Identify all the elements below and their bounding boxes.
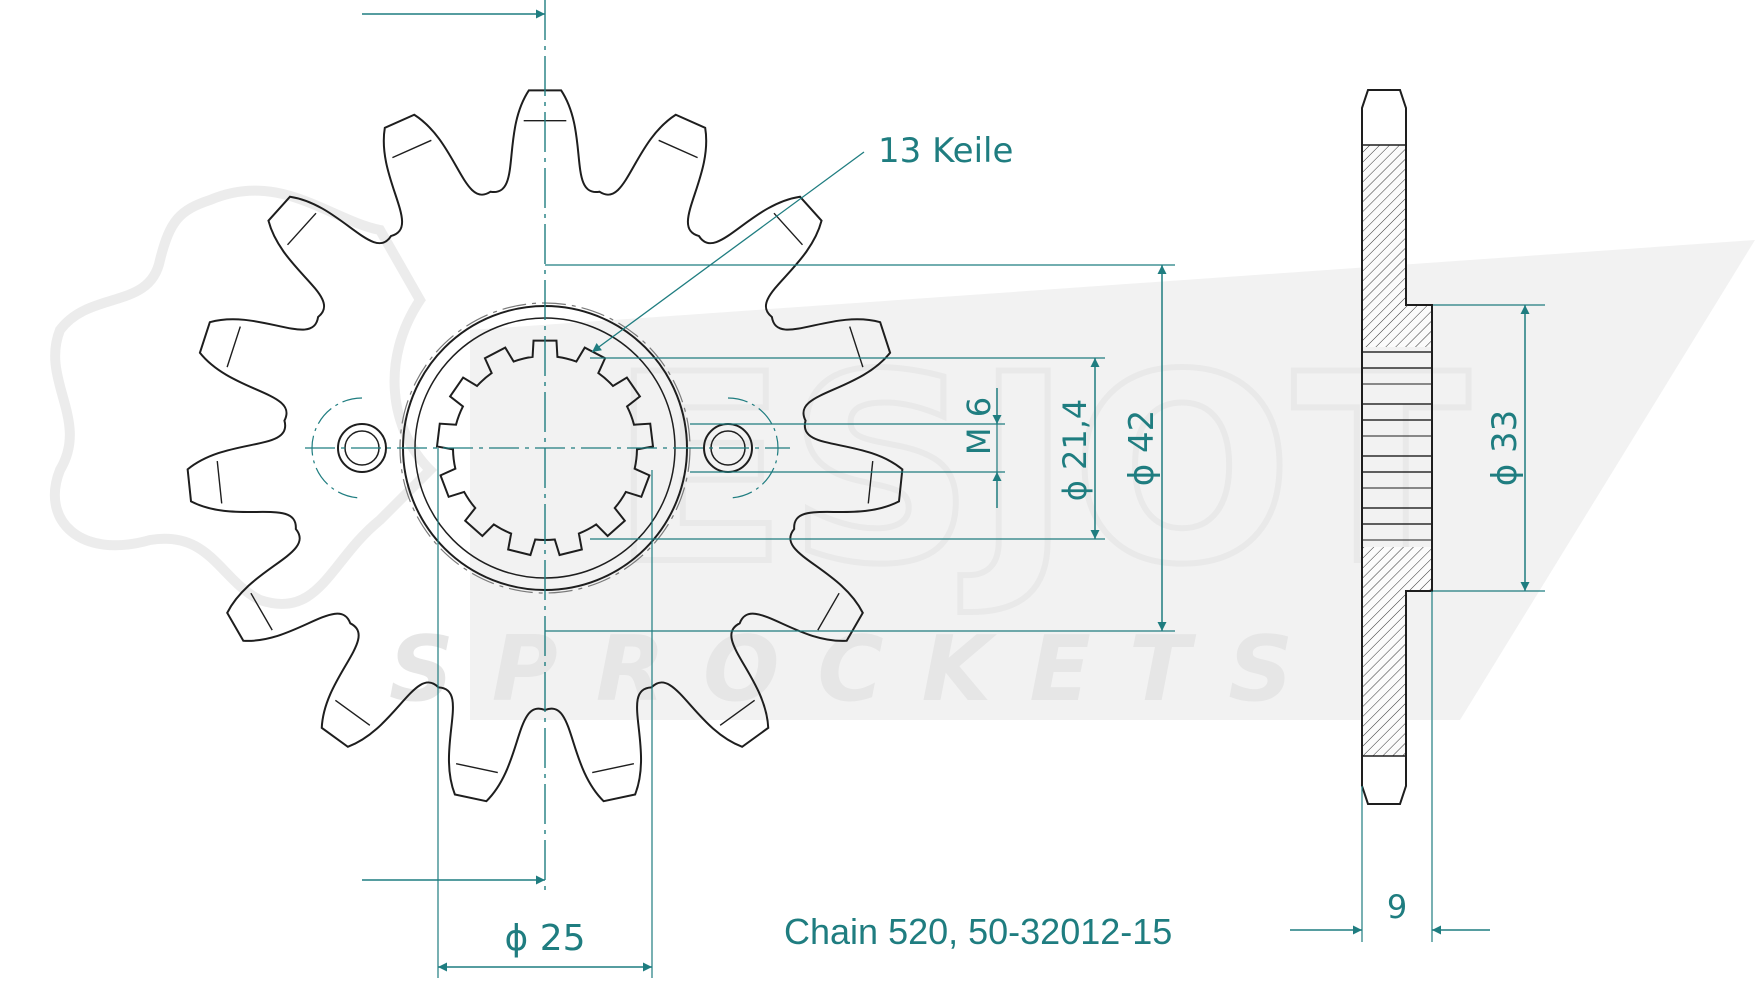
tooth-tip-flat xyxy=(216,460,223,504)
watermark: ESJOT SPROCKETS xyxy=(50,185,1755,722)
tooth-tip-flat xyxy=(286,212,317,246)
tooth-tip-flat xyxy=(226,326,241,368)
part-caption: Chain 520, 50-32012-15 xyxy=(784,911,1172,952)
tooth-tip-flat xyxy=(719,699,756,726)
tooth-tip-flat xyxy=(334,699,371,726)
bore-diameter-dimension: ϕ 25 xyxy=(362,448,653,978)
hub-diameter-dimension: ϕ 42 xyxy=(1122,265,1167,631)
thickness-label: 9 xyxy=(1387,888,1407,926)
sprocket-side-view xyxy=(1361,89,1433,805)
splines-callout-label: 13 Keile xyxy=(878,131,1013,171)
tooth-tip-flat xyxy=(392,139,432,159)
watermark-tagline: SPROCKETS xyxy=(389,617,1331,722)
watermark-gear-outline xyxy=(50,185,438,609)
thread-dimension-label: M 6 xyxy=(960,397,998,455)
tooth-tip-flat xyxy=(592,763,635,774)
spline-diameter-label: ϕ 21,4 xyxy=(1056,399,1094,502)
side-hatched-upper xyxy=(1362,145,1406,305)
tooth-tip-flat xyxy=(817,592,840,631)
watermark-swoosh xyxy=(470,240,1755,720)
thickness-dimension: 9 xyxy=(1290,591,1490,942)
watermark-brand: ESJOT xyxy=(610,320,1471,622)
tooth-tip-flat xyxy=(867,460,874,504)
thread-dimension: M 6 xyxy=(960,388,1002,508)
side-hatched-lower xyxy=(1362,591,1406,756)
extension-lines xyxy=(545,264,1545,632)
tooth-tip-flat xyxy=(455,763,498,774)
hub-diameter-label: ϕ 42 xyxy=(1122,410,1162,487)
splines-callout: 13 Keile xyxy=(591,131,1013,353)
side-hatched-hub-upper xyxy=(1362,305,1432,347)
side-hatched-hub-lower xyxy=(1362,547,1432,591)
tooth-tip-flat xyxy=(658,139,698,159)
tooth-tip-flat xyxy=(849,326,864,368)
tooth-tip-flat xyxy=(250,592,273,631)
spline-diameter-dimension: ϕ 21,4 xyxy=(1056,358,1100,539)
side-diameter-dimension: ϕ 33 xyxy=(1485,305,1530,591)
sprocket-front-view xyxy=(186,0,904,890)
side-diameter-label: ϕ 33 xyxy=(1485,410,1525,487)
spline-bore xyxy=(435,339,655,557)
tooth-tip-flat xyxy=(773,212,804,246)
bore-diameter-label: ϕ 25 xyxy=(505,918,586,959)
